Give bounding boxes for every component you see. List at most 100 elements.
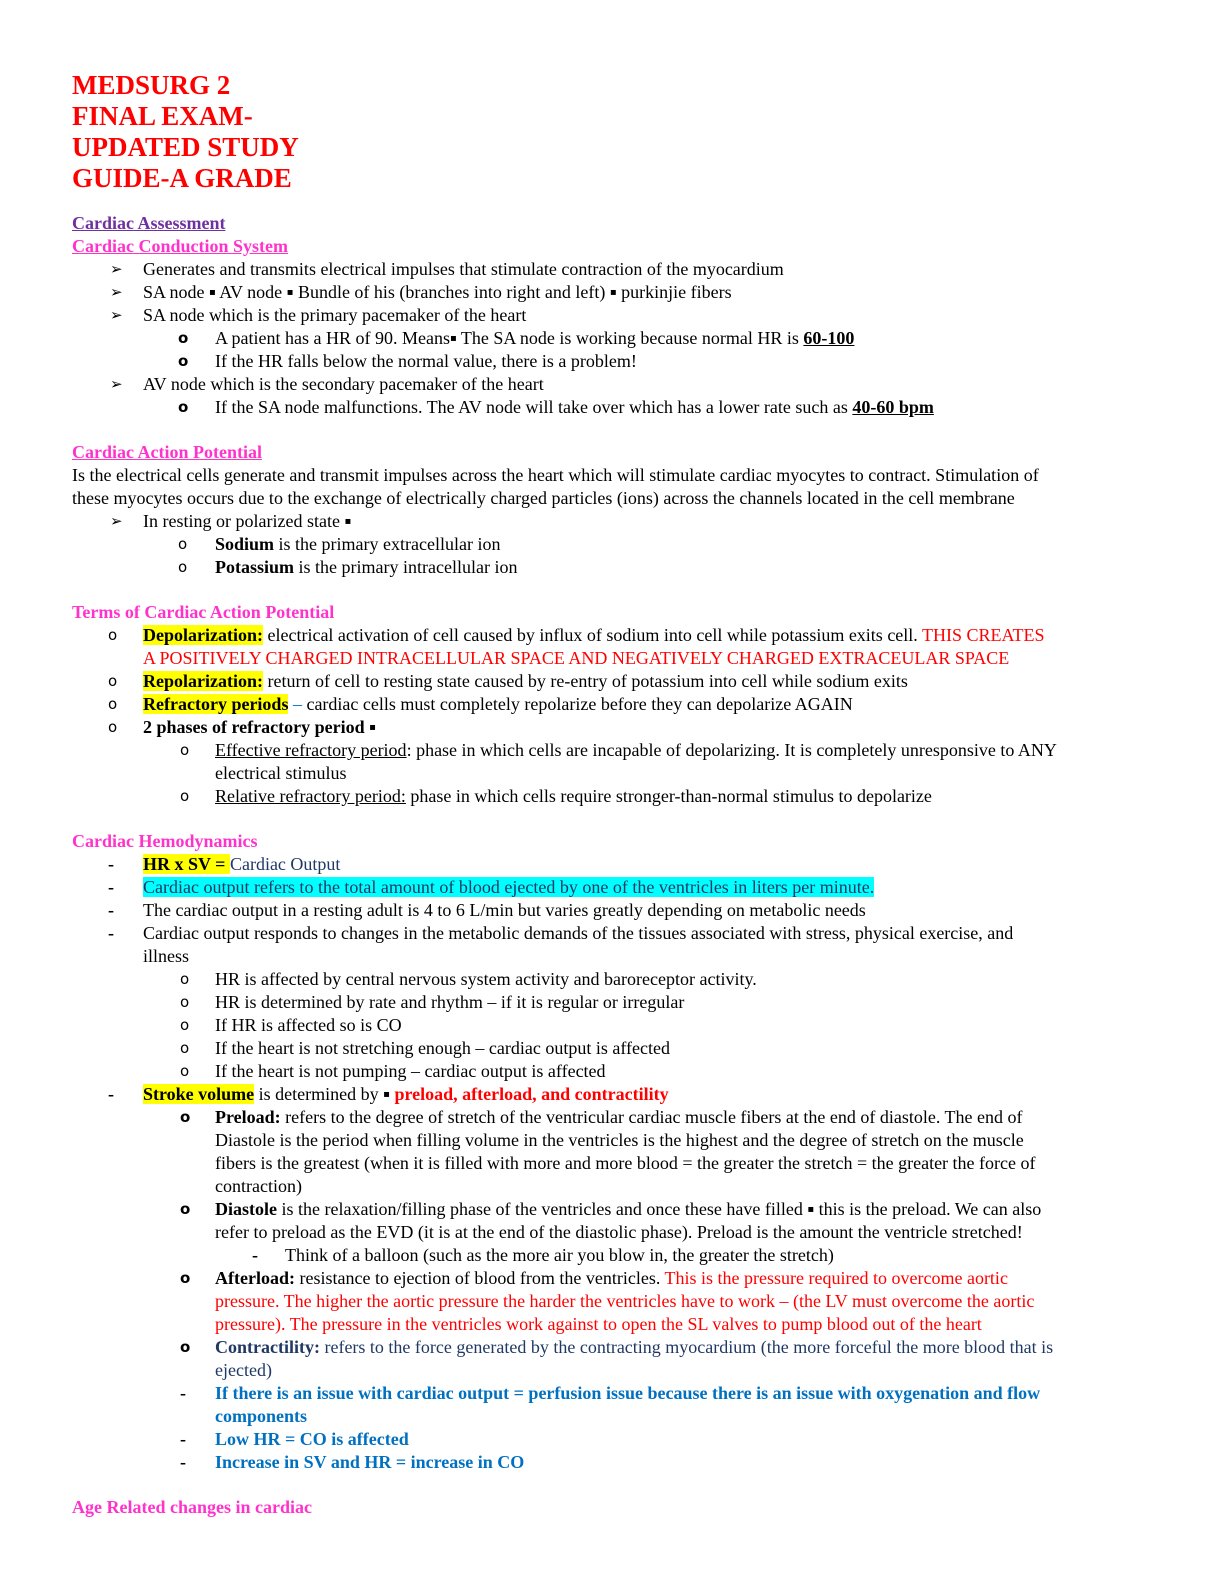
circle-bullet-icon: o	[178, 558, 188, 576]
arrow-bullet-icon: ➢	[110, 512, 123, 530]
circle-bullet-icon: o	[180, 1039, 190, 1057]
circle-bullet-icon: o	[180, 787, 190, 805]
circle-bullet-icon: o	[108, 626, 118, 644]
list-item: ➢SA node which is the primary pacemaker …	[110, 305, 527, 325]
dash-bullet-icon: -	[108, 854, 114, 874]
circle-bullet-icon: o	[180, 970, 190, 988]
dash-bullet-icon: -	[108, 900, 114, 920]
heading-hemodynamics: Cardiac Hemodynamics	[72, 831, 258, 851]
circle-bullet-icon: o	[178, 535, 188, 553]
dash-bullet-icon: -	[108, 1084, 114, 1104]
list-item-continuation: contraction)	[215, 1176, 302, 1196]
arrow-bullet-icon: ➢	[110, 375, 123, 393]
arrow-bullet-icon: ➢	[110, 260, 123, 278]
dash-bullet-icon: -	[180, 1383, 186, 1403]
circle-bullet-icon: o	[180, 741, 190, 759]
list-item: ➢In resting or polarized state ▪	[110, 511, 352, 531]
dash-bullet-icon: -	[108, 877, 114, 897]
circle-bullet-icon: o	[108, 695, 118, 713]
circle-bullet-icon: o	[180, 1062, 190, 1080]
list-item: -Stroke volume is determined by ▪ preloa…	[108, 1084, 669, 1104]
heading-cardiac-assessment: Cardiac Assessment	[72, 213, 226, 233]
list-item: ➢AV node which is the secondary pacemake…	[110, 374, 544, 394]
circle-bullet-icon: o	[178, 352, 189, 370]
dash-bullet-icon: -	[180, 1429, 186, 1449]
dash-bullet-icon: -	[252, 1245, 258, 1265]
list-item-continuation: pressure). The pressure in the ventricle…	[215, 1314, 982, 1334]
circle-bullet-icon: o	[108, 718, 118, 736]
paragraph-line: Is the electrical cells generate and tra…	[72, 465, 1039, 485]
list-item-continuation: components	[215, 1406, 308, 1426]
dash-bullet-icon: -	[180, 1452, 186, 1472]
square-bullet-icon: ▪	[449, 333, 457, 344]
circle-bullet-icon: o	[180, 1016, 190, 1034]
list-item: -The cardiac output in a resting adult i…	[108, 900, 866, 920]
title-line: GUIDE-A GRADE	[72, 163, 292, 193]
title-line: UPDATED STUDY	[72, 132, 299, 162]
list-item-continuation: refer to preload as the EVD (it is at th…	[215, 1222, 1023, 1242]
square-bullet-icon: ▪	[383, 1089, 390, 1100]
list-item: -Cardiac output responds to changes in t…	[108, 923, 1014, 943]
circle-bullet-icon: o	[180, 1338, 191, 1356]
list-item: -Cardiac output refers to the total amou…	[108, 877, 875, 897]
document-page: MEDSURG 2 FINAL EXAM- UPDATED STUDY GUID…	[72, 70, 1152, 1519]
heading-age-related: Age Related changes in cardiac	[72, 1497, 312, 1517]
document-title: MEDSURG 2 FINAL EXAM- UPDATED STUDY GUID…	[72, 70, 1152, 194]
list-item: -Increase in SV and HR = increase in CO	[180, 1452, 525, 1472]
circle-bullet-icon: o	[178, 329, 189, 347]
list-item-continuation: A POSITIVELY CHARGED INTRACELLULAR SPACE…	[143, 648, 1010, 668]
list-item-continuation: electrical stimulus	[215, 763, 347, 783]
list-item-continuation: ejected)	[215, 1360, 272, 1380]
square-bullet-icon: ▪	[344, 516, 352, 527]
list-item-continuation: pressure. The higher the aortic pressure…	[215, 1291, 1035, 1311]
list-item: -HR x SV = Cardiac Output	[108, 854, 341, 874]
square-bullet-icon: ▪	[369, 722, 376, 733]
arrow-bullet-icon: ➢	[110, 306, 123, 324]
list-item: -If there is an issue with cardiac outpu…	[180, 1383, 1041, 1403]
title-line: FINAL EXAM-	[72, 101, 253, 131]
list-item: ➢Generates and transmits electrical impu…	[110, 259, 784, 279]
circle-bullet-icon: o	[180, 1269, 191, 1287]
circle-bullet-icon: o	[180, 1200, 191, 1218]
square-bullet-icon: ▪	[807, 1204, 815, 1215]
title-line: MEDSURG 2	[72, 70, 231, 100]
list-item: -Low HR = CO is affected	[180, 1429, 409, 1449]
circle-bullet-icon: o	[178, 398, 189, 416]
list-item-continuation: fibers is the greatest (when it is fille…	[215, 1153, 1036, 1173]
heading-conduction-system: Cardiac Conduction System	[72, 236, 289, 256]
paragraph-line: these myocytes occurs due to the exchang…	[72, 488, 1015, 508]
dash-bullet-icon: -	[108, 923, 114, 943]
list-item-continuation: illness	[143, 946, 190, 966]
circle-bullet-icon: o	[108, 672, 118, 690]
square-bullet-icon: ▪	[209, 287, 216, 298]
heading-action-potential: Cardiac Action Potential	[72, 442, 262, 462]
arrow-bullet-icon: ➢	[110, 283, 123, 301]
list-item-continuation: Diastole is the period when filling volu…	[215, 1130, 1024, 1150]
square-bullet-icon: ▪	[609, 287, 617, 298]
circle-bullet-icon: o	[180, 993, 190, 1011]
square-bullet-icon: ▪	[286, 287, 294, 298]
list-item: ➢SA node ▪ AV node ▪ Bundle of his (bran…	[110, 282, 732, 302]
list-item: -Think of a balloon (such as the more ai…	[252, 1245, 834, 1265]
circle-bullet-icon: o	[180, 1108, 191, 1126]
